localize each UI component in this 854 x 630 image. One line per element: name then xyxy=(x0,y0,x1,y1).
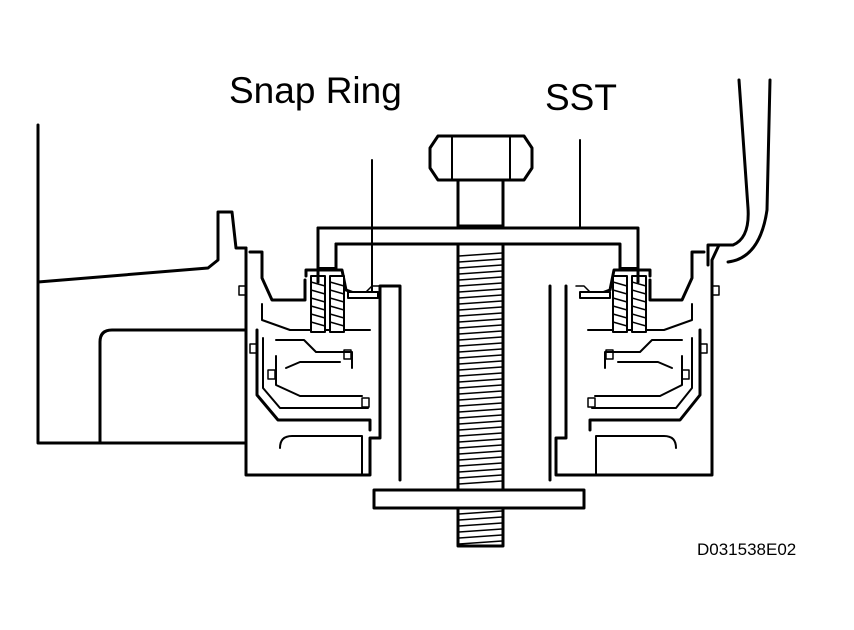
snap-ring-label: Snap Ring xyxy=(229,70,402,111)
clutch-assembly-left xyxy=(238,246,402,482)
figure-code: D031538E02 xyxy=(697,540,797,559)
leader-lines xyxy=(371,139,581,293)
sst-compressor xyxy=(316,134,640,548)
sst-label: SST xyxy=(545,77,617,118)
transmission-housing xyxy=(36,78,772,445)
clutch-assembly-right xyxy=(548,243,721,482)
